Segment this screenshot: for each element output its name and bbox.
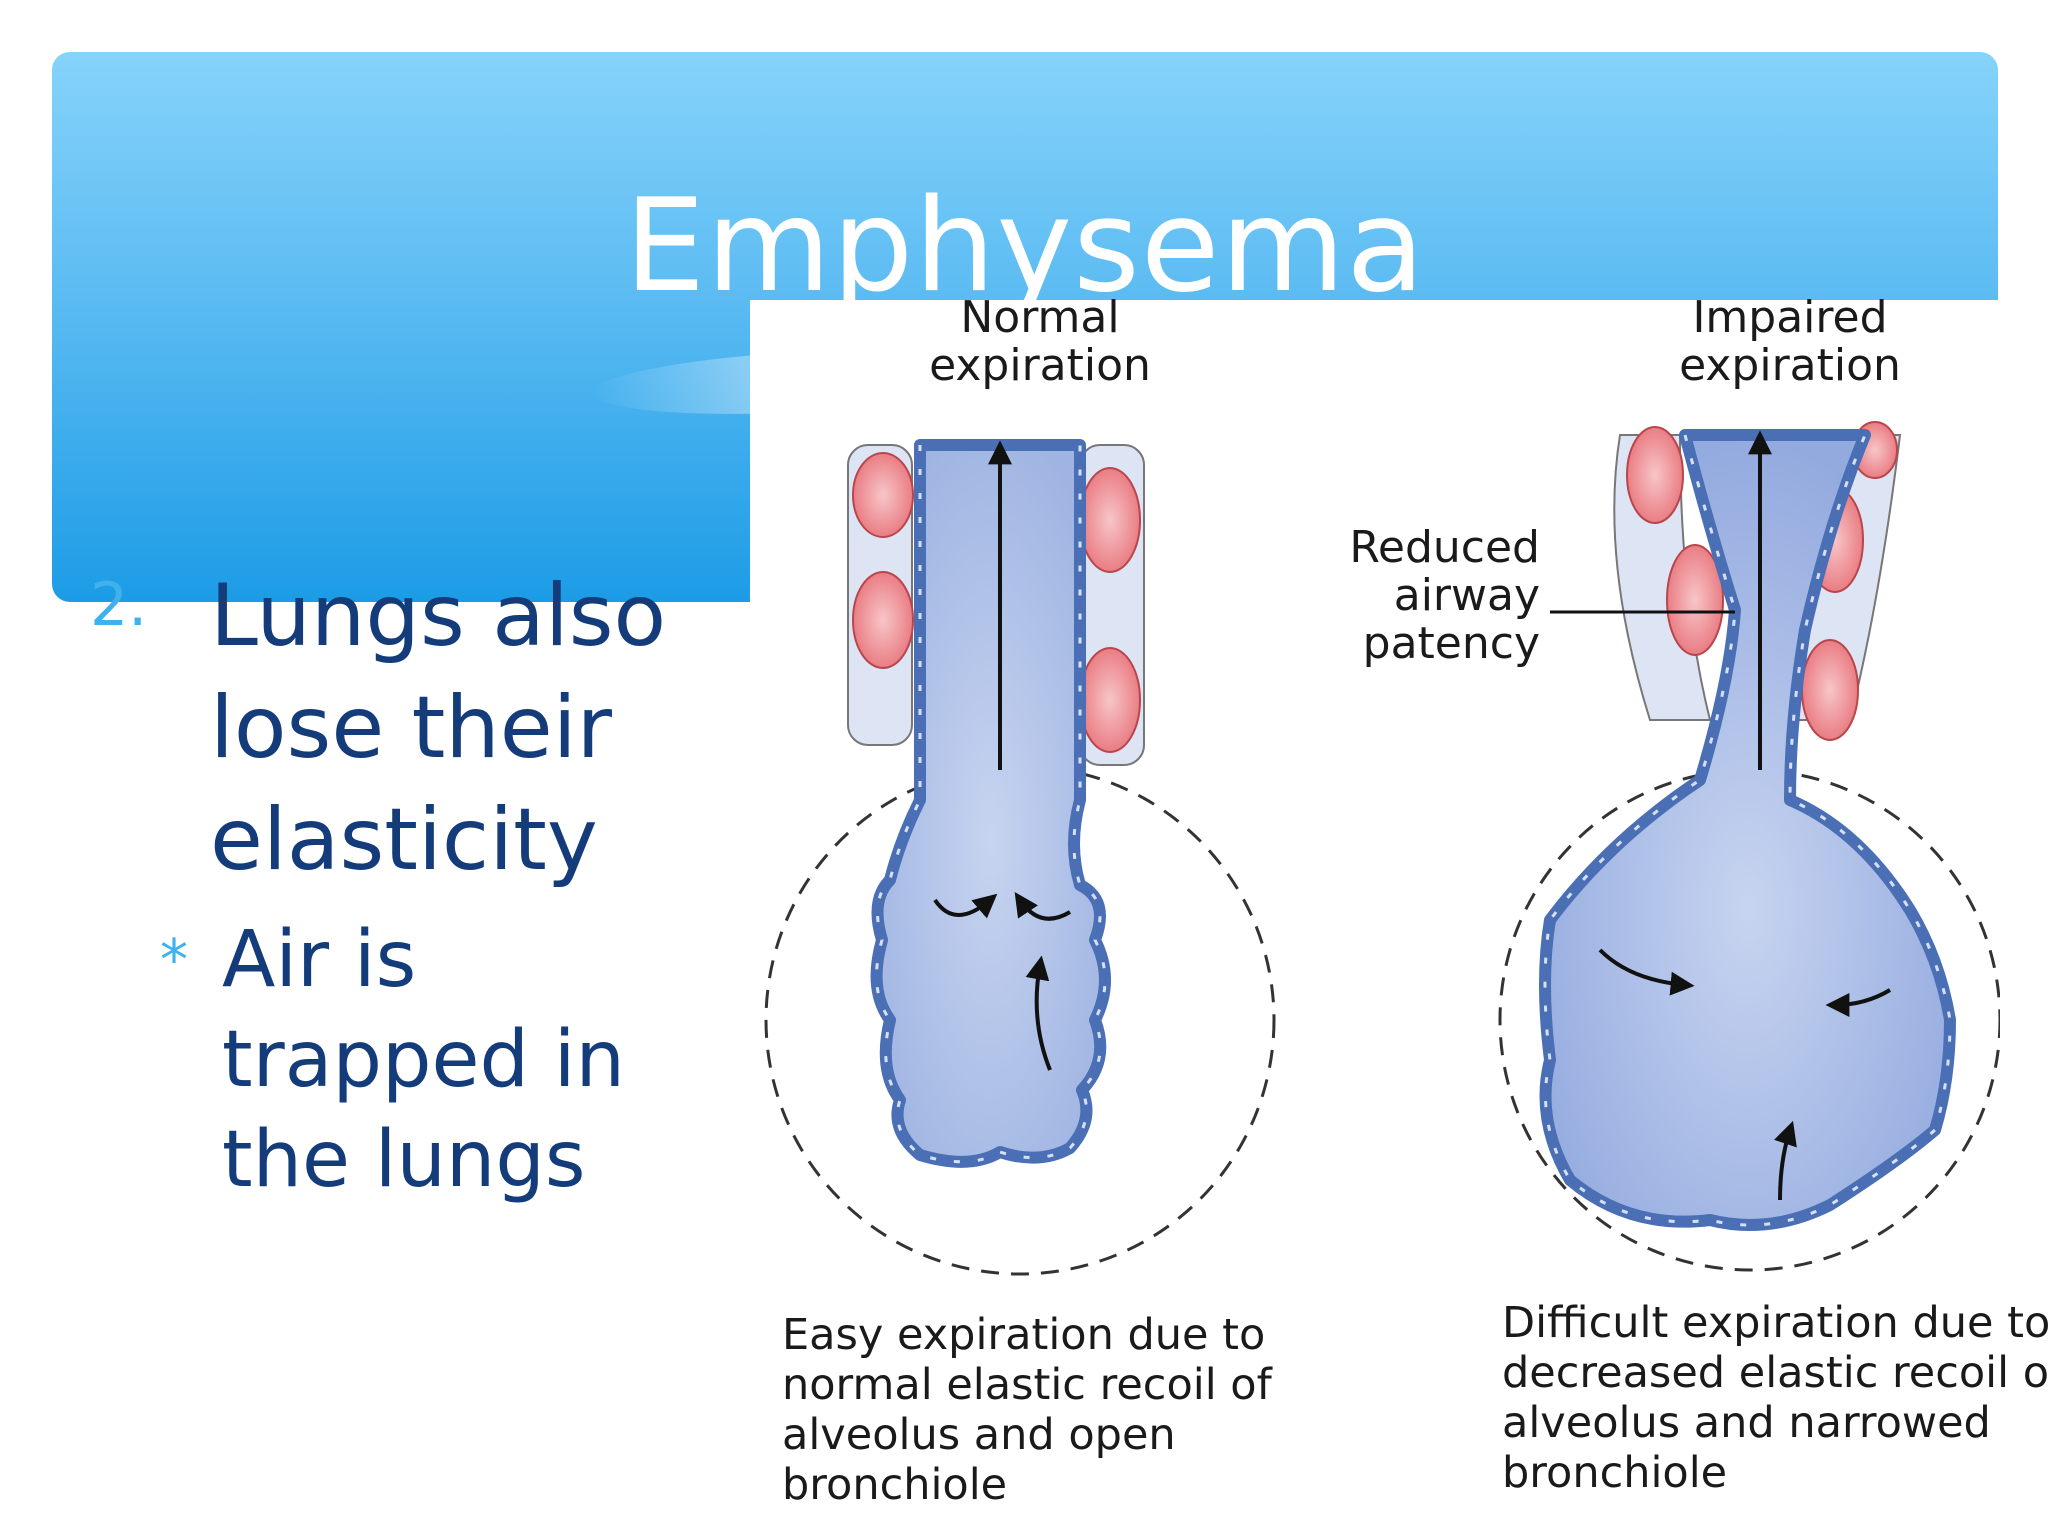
right-airway	[1539, 429, 1956, 1231]
right-caption: Difficult expiration due to decreased el…	[1502, 1298, 2048, 1498]
left-alveolus	[852, 571, 914, 669]
left-recoil-arrow	[1014, 892, 1072, 921]
airway-illustration	[764, 421, 2000, 1276]
slide-title: Emphysema	[624, 172, 1426, 321]
emphysema-diagram: Normal expiration Impaired expiration Re…	[750, 294, 2048, 1536]
sub-bullet-text: Air is trapped in the lungs	[222, 915, 625, 1205]
right-alveolus	[1666, 544, 1724, 656]
left-alveolus	[1079, 647, 1141, 753]
right-alveolus	[1801, 639, 1859, 741]
bullet-number: 2.	[90, 570, 148, 640]
bullet-text: Lungs also lose their elasticity	[210, 566, 667, 890]
sub-bullet-marker: *	[160, 928, 188, 993]
right-recoil-arrow	[1774, 1120, 1797, 1201]
right-recoil-arrow	[1598, 948, 1695, 996]
left-caption: Easy expiration due to normal elastic re…	[782, 1310, 1272, 1510]
right-recoil-arrow	[1825, 988, 1892, 1017]
left-alveolus	[852, 452, 914, 538]
left-recoil-arrow	[933, 893, 998, 919]
left-dashed-boundary	[764, 764, 1276, 1276]
left-heading: Normal expiration	[929, 292, 1151, 391]
left-recoil-arrow	[1025, 955, 1052, 1071]
right-alveolus	[1626, 426, 1684, 524]
right-heading: Impaired expiration	[1679, 292, 1901, 391]
left-alveolus	[1079, 467, 1141, 573]
callout-label: Reduced airway patency	[1349, 522, 1540, 669]
